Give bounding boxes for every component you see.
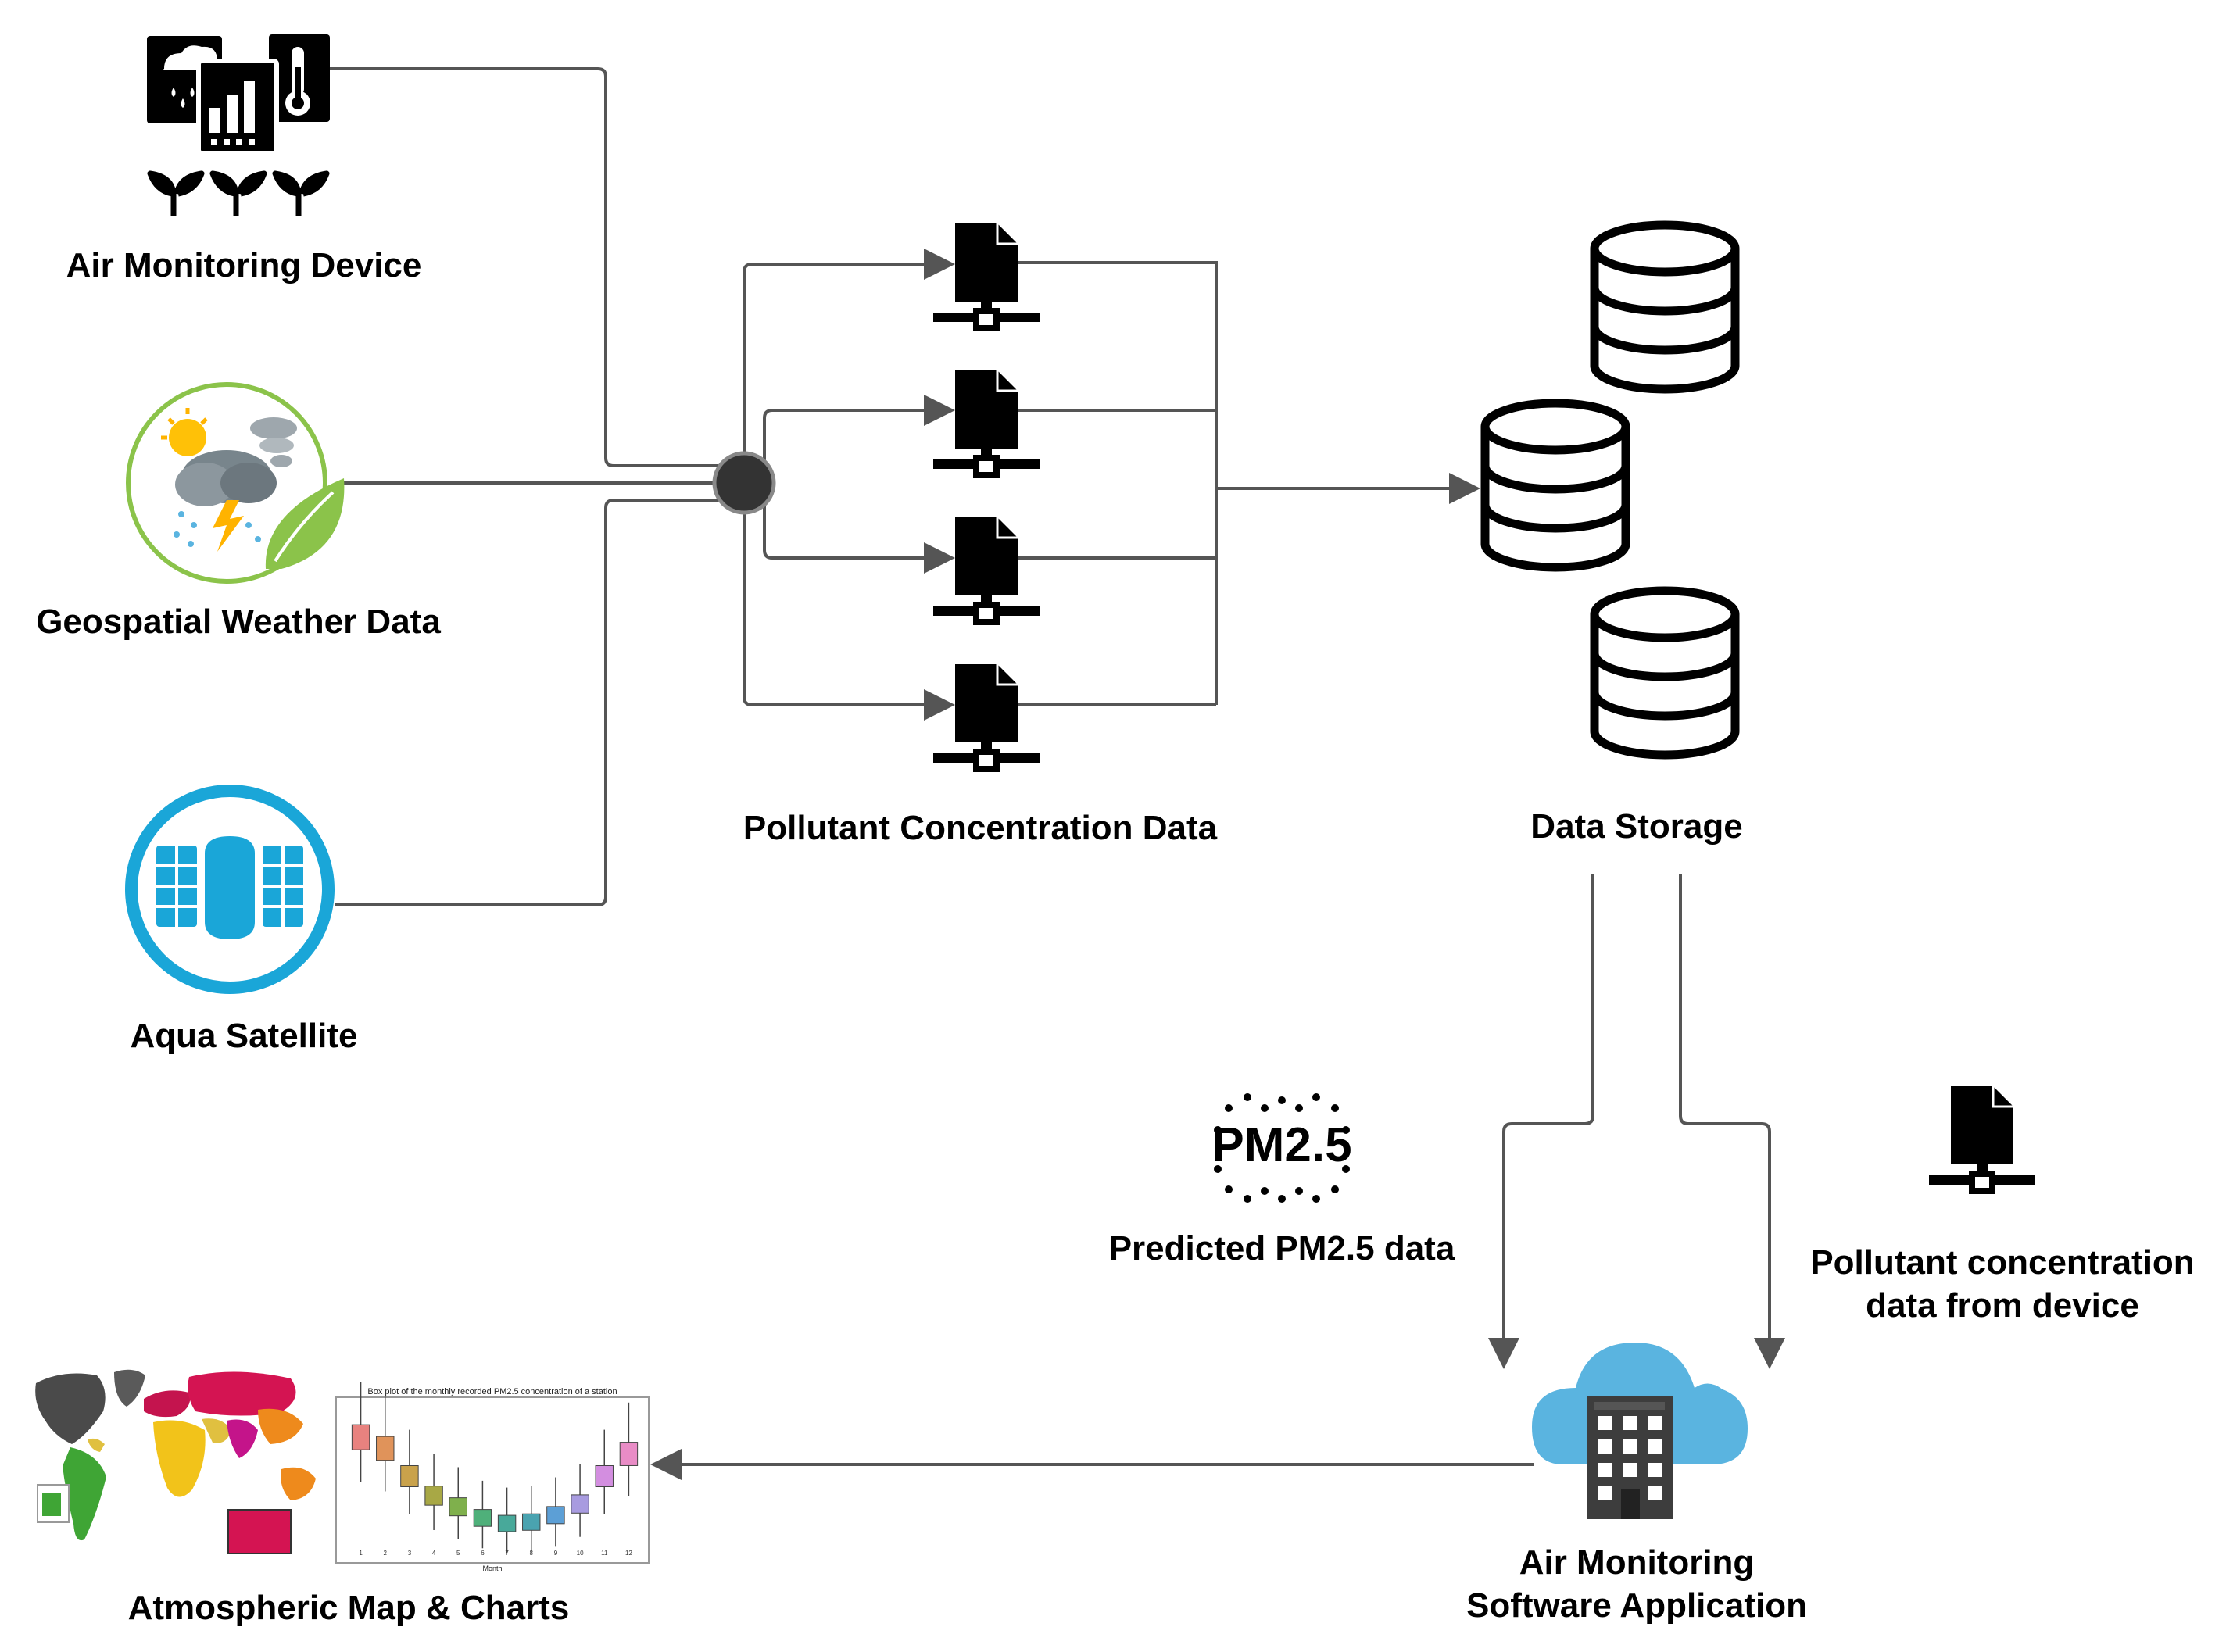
label-software-application: Air Monitoring Software Application — [1466, 1541, 1807, 1627]
box-plot-title: Box plot of the monthly recorded PM2.5 c… — [367, 1387, 617, 1396]
connector-storage-to-app-left — [1488, 874, 1594, 1369]
box-plot-xlabel: Month — [482, 1564, 502, 1572]
database-icon-2 — [1485, 403, 1626, 567]
label-geospatial-weather-data: Geospatial Weather Data — [36, 603, 441, 641]
label-predicted-pm25-data: Predicted PM2.5 data — [1108, 1229, 1455, 1268]
box-tick-label: 9 — [554, 1550, 558, 1557]
box-month-6 — [473, 1509, 492, 1527]
label-air-monitoring-device: Air Monitoring Device — [66, 246, 422, 284]
box-month-7 — [497, 1514, 517, 1532]
box-tick-label: 10 — [577, 1550, 584, 1557]
connector-device-to-hub — [328, 67, 735, 467]
box-month-12 — [619, 1442, 639, 1466]
box-month-11 — [595, 1465, 614, 1487]
box-tick-label: 2 — [384, 1550, 388, 1557]
database-icon-3 — [1594, 591, 1735, 755]
label-data-storage: Data Storage — [1530, 807, 1743, 846]
device-data-file-icon — [1927, 1085, 2037, 1196]
label-app-line2: Software Application — [1466, 1586, 1807, 1625]
box-tick-label: 7 — [505, 1550, 509, 1557]
pm25-icon: PM2.5 — [1211, 1093, 1352, 1203]
connector-storage-to-app-right — [1679, 874, 1785, 1369]
database-icon-1 — [1594, 225, 1735, 389]
box-tick-label: 4 — [432, 1550, 436, 1557]
junction-hub — [712, 451, 776, 515]
box-tick-label: 1 — [359, 1550, 363, 1557]
air-monitoring-device-icon — [147, 34, 330, 216]
label-pollutant-concentration-data: Pollutant Concentration Data — [743, 809, 1218, 847]
box-month-3 — [400, 1465, 419, 1487]
label-app-line1: Air Monitoring — [1519, 1543, 1755, 1582]
connector-hub-to-file-1 — [743, 249, 955, 483]
box-month-1 — [351, 1424, 370, 1450]
box-tick-label: 11 — [601, 1550, 608, 1557]
file-network-icon-2 — [932, 369, 1041, 480]
box-month-10 — [571, 1494, 589, 1514]
label-aqua-satellite: Aqua Satellite — [130, 1017, 358, 1055]
label-device-data: Pollutant concentration data from device — [1810, 1241, 2194, 1327]
box-month-9 — [546, 1506, 565, 1525]
box-plot-thumbnail: Box plot of the monthly recorded PM2.5 c… — [335, 1382, 650, 1572]
file-network-icon-3 — [932, 516, 1041, 627]
world-map-thumbnail — [28, 1364, 320, 1554]
box-tick-label: 12 — [625, 1550, 632, 1557]
box-tick-label: 3 — [408, 1550, 412, 1557]
connector-hub-to-file-4 — [743, 483, 955, 721]
box-tick-label: 8 — [530, 1550, 534, 1557]
box-month-5 — [449, 1497, 467, 1517]
file-network-icon-4 — [932, 663, 1041, 774]
label-device-data-line1: Pollutant concentration — [1810, 1243, 2195, 1282]
connector-hub-to-file-3 — [763, 483, 955, 574]
box-month-2 — [376, 1436, 395, 1461]
file-network-icon-1 — [932, 222, 1041, 333]
label-atmospheric-map-charts: Atmospheric Map & Charts — [127, 1589, 570, 1627]
box-tick-label: 5 — [456, 1550, 460, 1557]
label-device-data-line2: data from device — [1866, 1286, 2139, 1325]
connector-lines — [328, 67, 1785, 1480]
connector-hub-to-file-2 — [763, 395, 955, 483]
cloud-building-icon — [1532, 1343, 1748, 1519]
aqua-satellite-icon — [125, 785, 335, 994]
box-month-4 — [424, 1486, 443, 1506]
connector-satellite-to-hub — [335, 499, 735, 906]
box-tick-label: 6 — [481, 1550, 485, 1557]
pm25-icon-text: PM2.5 — [1211, 1118, 1351, 1172]
box-month-8 — [522, 1513, 541, 1531]
connector-file-1-out — [1016, 261, 1218, 705]
weather-data-icon — [126, 382, 345, 584]
